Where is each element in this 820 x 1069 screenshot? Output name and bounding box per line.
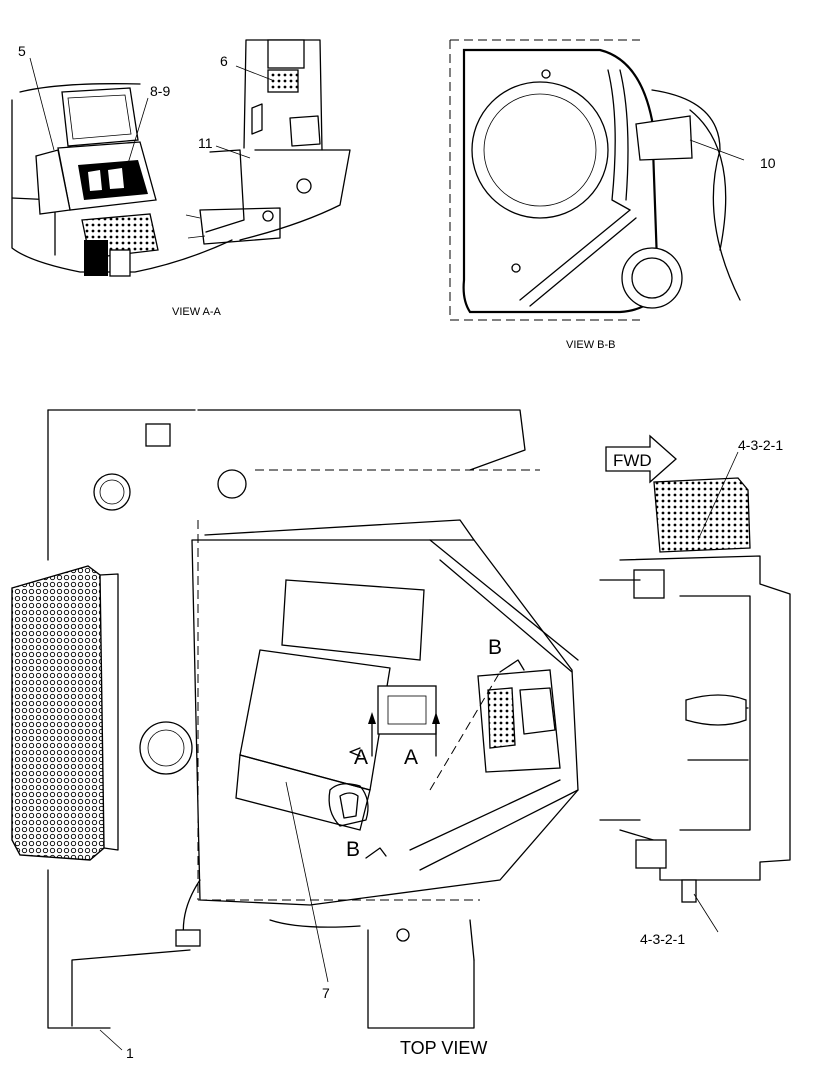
view-a-a-title: VIEW A-A [172, 306, 222, 318]
section-marker-a-left: A [354, 746, 368, 769]
view-b-b-title: VIEW B-B [566, 339, 616, 351]
callout-7: 7 [322, 985, 330, 1001]
fwd-arrow [605, 434, 677, 484]
view-a-a-detail [11, 39, 351, 277]
callout-4-3-2-1-bottom: 4-3-2-1 [640, 931, 685, 947]
callout-6: 6 [220, 53, 228, 69]
section-marker-b-top: B [488, 636, 502, 659]
fwd-label: FWD [613, 451, 652, 470]
callout-4-3-2-1-top: 4-3-2-1 [738, 437, 783, 453]
section-marker-b-bottom: B [346, 838, 360, 861]
callout-11: 11 [198, 135, 213, 151]
view-b-b-detail [449, 39, 745, 321]
top-view-drawing [11, 409, 791, 1051]
callout-1: 1 [126, 1045, 134, 1061]
section-marker-a-right: A [404, 746, 418, 769]
top-view-title: TOP VIEW [400, 1038, 487, 1058]
callout-5: 5 [18, 43, 26, 59]
callout-8-9: 8-9 [150, 83, 170, 99]
callout-10: 10 [760, 155, 776, 171]
rear-grille [11, 565, 105, 861]
